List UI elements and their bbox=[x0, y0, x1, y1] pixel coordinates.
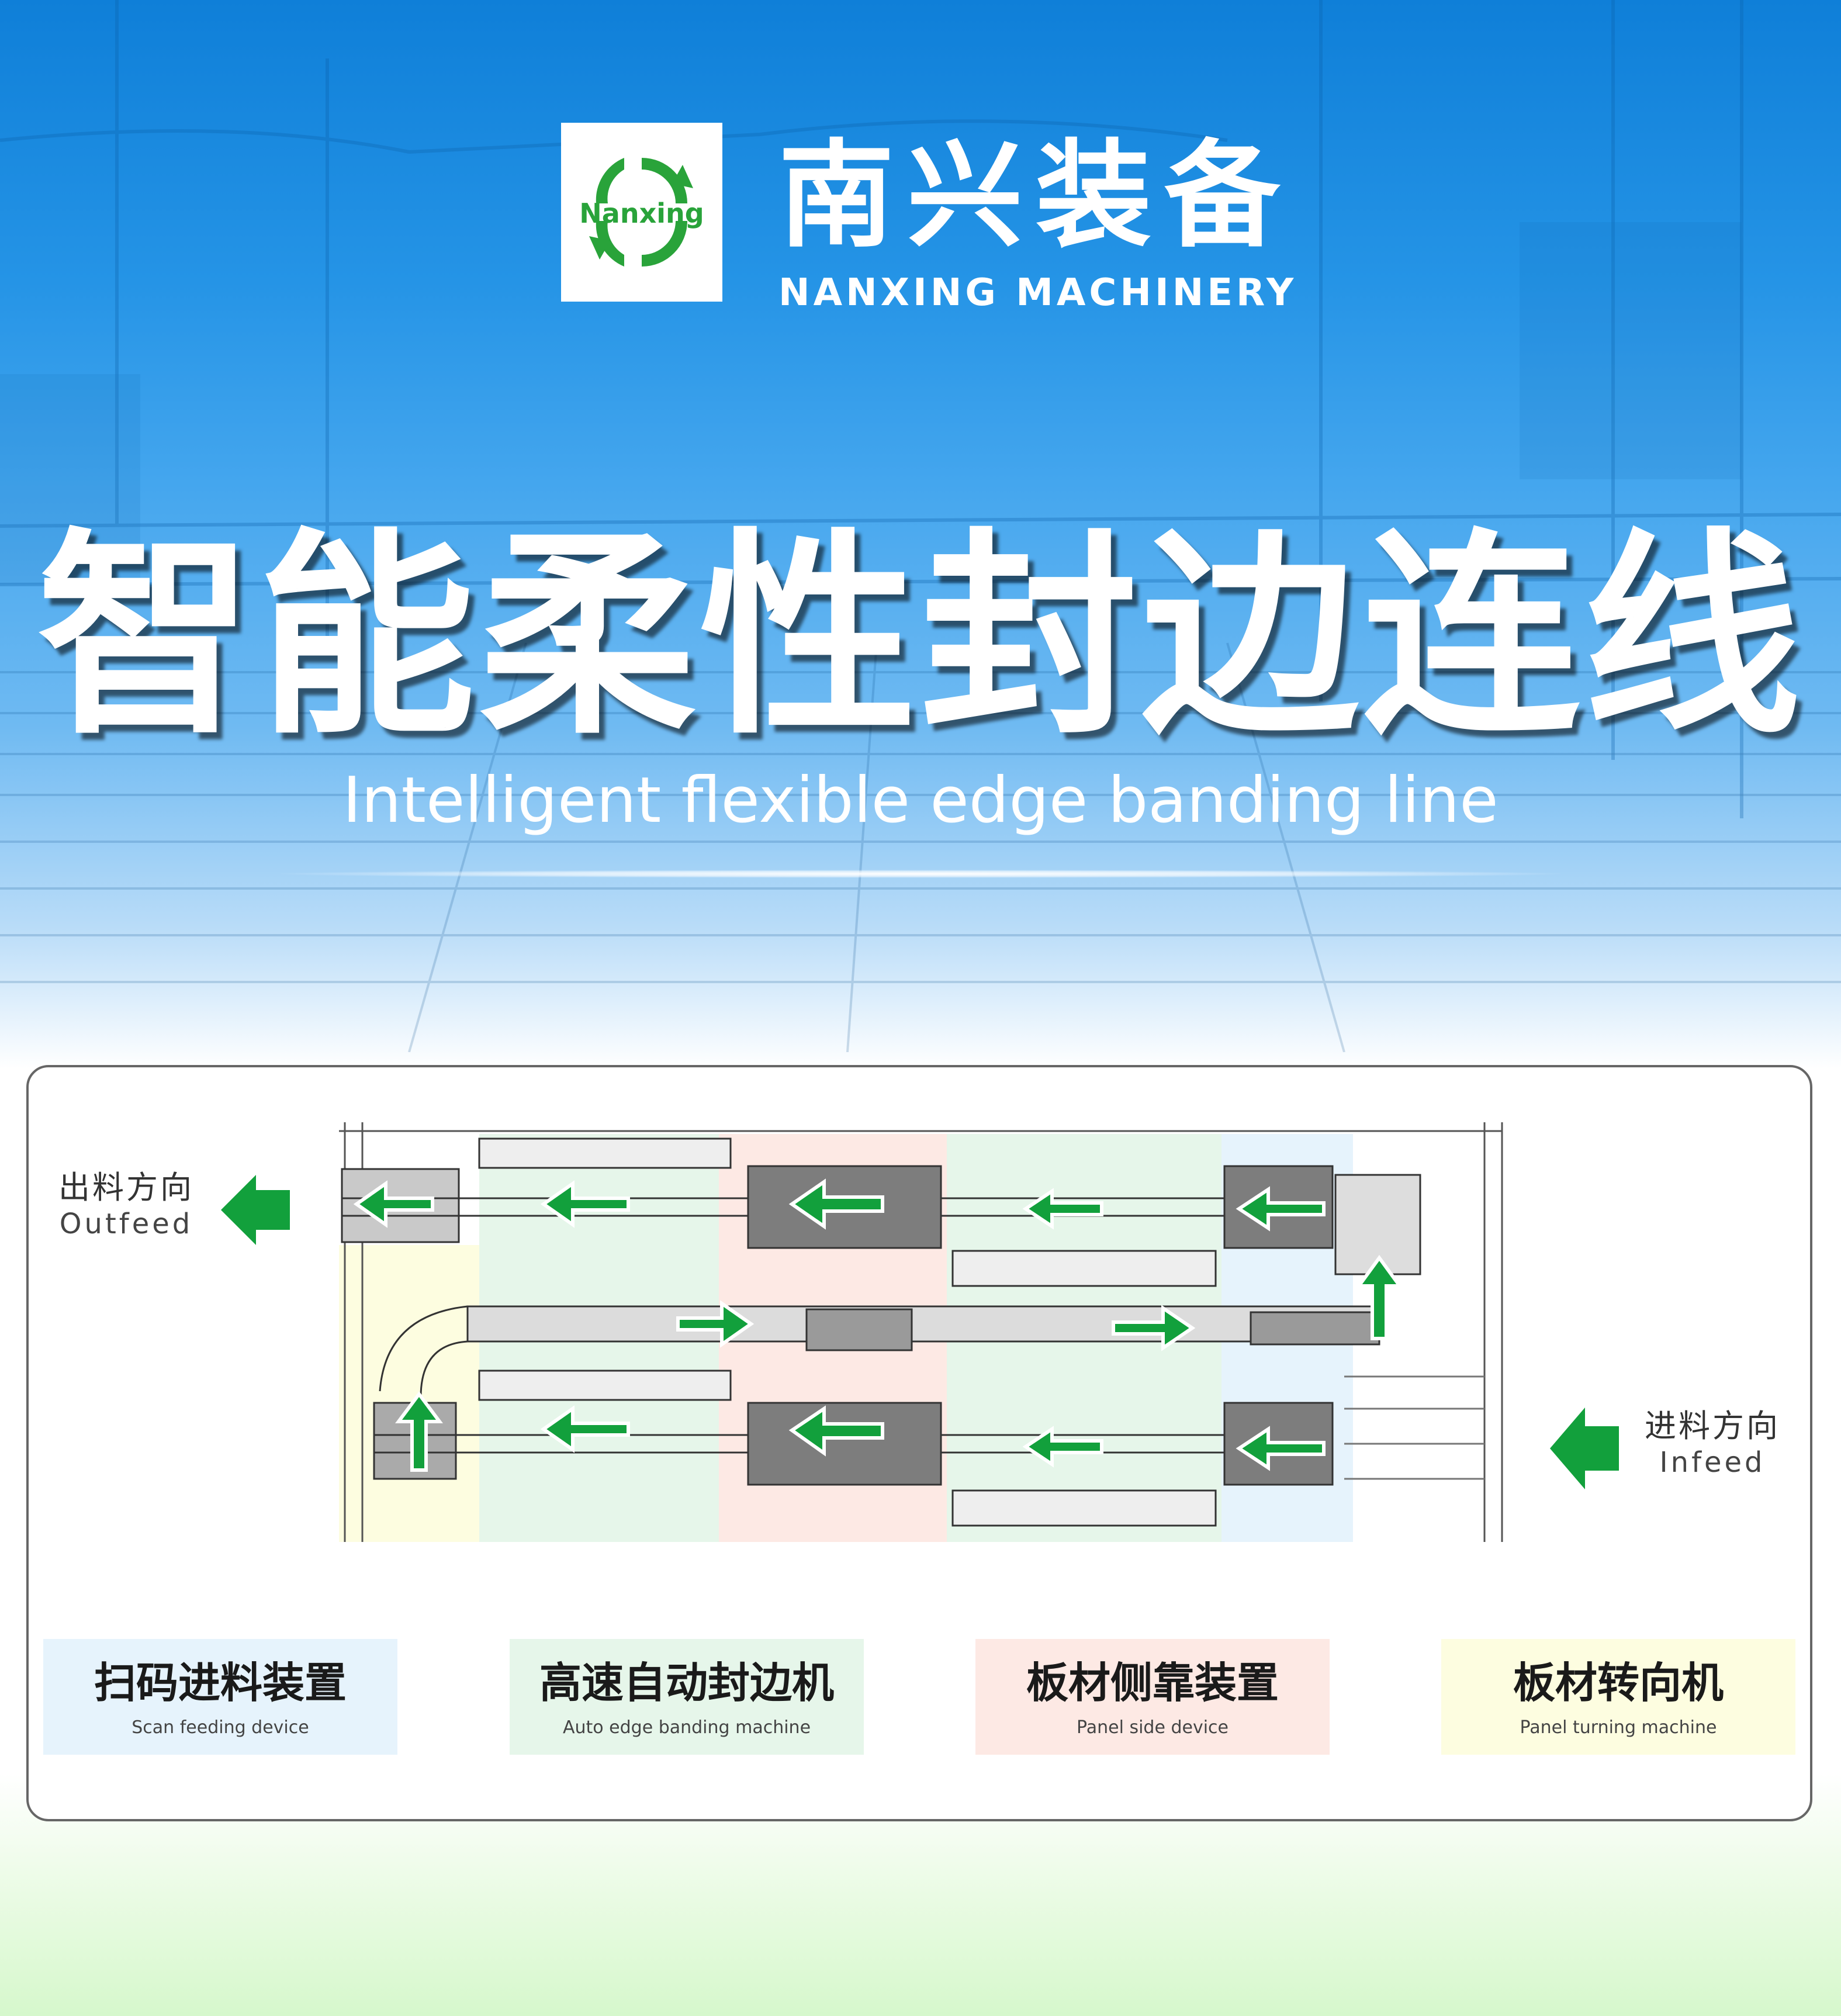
arrow-left-icon bbox=[788, 1178, 884, 1230]
infeed-label-en: Infeed bbox=[1659, 1446, 1766, 1479]
middle-conveyor bbox=[379, 1305, 1380, 1398]
flow-arrows bbox=[353, 1178, 1403, 1472]
divider-glow bbox=[281, 870, 1560, 878]
arrow-left-icon bbox=[1236, 1426, 1326, 1471]
outfeed-label-en: Outfeed bbox=[59, 1208, 193, 1240]
arrow-left-icon bbox=[1236, 1186, 1326, 1232]
logo-emblem-icon bbox=[561, 123, 722, 302]
brand-name-en: NANXING MACHINERY bbox=[778, 271, 1297, 314]
legend-label-cn: 板材转向机 bbox=[1513, 1658, 1724, 1707]
legend-label-cn: 板材侧靠装置 bbox=[1026, 1658, 1279, 1707]
arrow-left-icon bbox=[353, 1180, 434, 1228]
arrow-left-icon bbox=[1022, 1426, 1103, 1468]
arrow-left-icon bbox=[788, 1405, 884, 1457]
legend-label-cn: 高速自动封边机 bbox=[539, 1658, 834, 1707]
factory-background bbox=[0, 0, 1841, 1052]
legend-label-en: Scan feeding device bbox=[132, 1717, 309, 1738]
brand-header: Nanxing 南兴装备 NANXING MACHINERY bbox=[561, 123, 1297, 313]
arrow-right-icon bbox=[1112, 1305, 1196, 1351]
legend-scan-feeding: 扫码进料装置 Scan feeding device bbox=[43, 1639, 397, 1755]
legend-auto-edge-banding: 高速自动封边机 Auto edge banding machine bbox=[510, 1639, 864, 1755]
nanxing-logo: Nanxing bbox=[561, 123, 722, 302]
legend-label-cn: 扫码进料装置 bbox=[94, 1658, 347, 1707]
legend-label-en: Panel side device bbox=[1076, 1717, 1229, 1738]
arrow-left-icon bbox=[540, 1405, 630, 1453]
arrow-right-icon bbox=[676, 1300, 755, 1348]
legend-panel-side: 板材侧靠装置 Panel side device bbox=[975, 1639, 1330, 1755]
arrow-up-icon bbox=[395, 1391, 443, 1472]
arrow-up-icon bbox=[1355, 1254, 1403, 1340]
outfeed-arrow-icon bbox=[221, 1175, 290, 1245]
outfeed-label-cn: 出料方向 bbox=[58, 1169, 194, 1206]
brand-name-cn: 南兴装备 bbox=[778, 128, 1293, 263]
legend-label-en: Auto edge banding machine bbox=[562, 1717, 811, 1738]
outfeed-direction: 出料方向 Outfeed bbox=[50, 1169, 202, 1242]
infeed-arrow-icon bbox=[1550, 1408, 1619, 1489]
legend-label-en: Panel turning machine bbox=[1520, 1717, 1717, 1738]
infeed-label-cn: 进料方向 bbox=[1645, 1408, 1780, 1444]
legend-panel-turning: 板材转向机 Panel turning machine bbox=[1441, 1639, 1795, 1755]
arrow-left-icon bbox=[540, 1180, 630, 1228]
arrow-left-icon bbox=[1022, 1188, 1103, 1230]
bottom-line bbox=[373, 1370, 1484, 1527]
page-title: 智能柔性封边连线 bbox=[37, 510, 1804, 763]
page-subtitle: Intelligent flexible edge banding line bbox=[342, 764, 1499, 837]
infeed-direction: 进料方向 Infeed bbox=[1636, 1408, 1788, 1480]
logo-text: Nanxing bbox=[579, 198, 704, 229]
zone-turning bbox=[339, 1245, 479, 1542]
